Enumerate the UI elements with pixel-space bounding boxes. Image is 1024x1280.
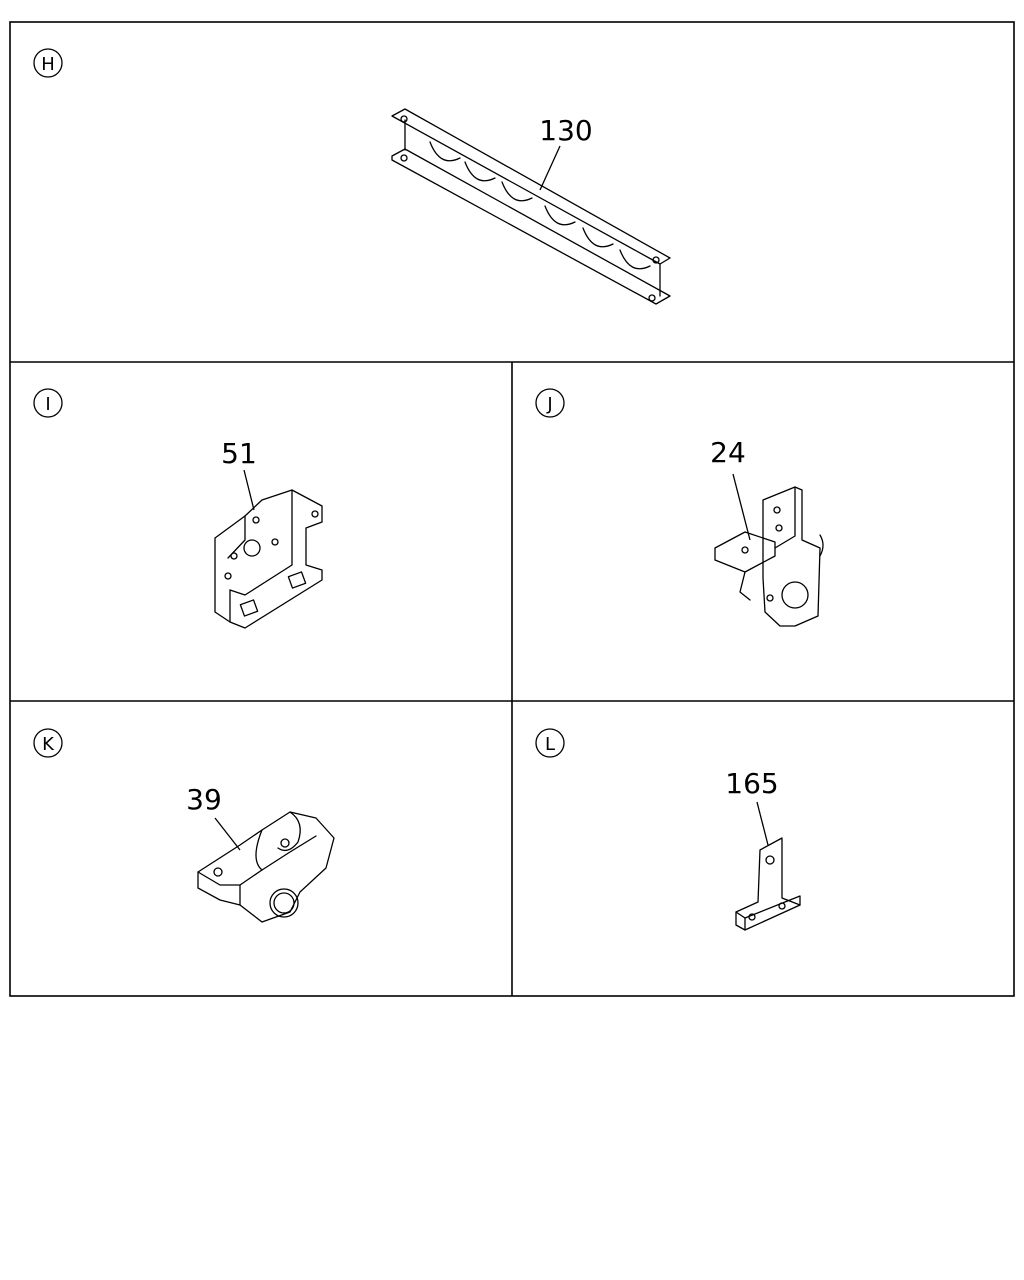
section-l-marker [535, 728, 565, 758]
leader-51 [243, 469, 255, 511]
section-l: L 165 [535, 728, 801, 931]
section-h-marker [33, 48, 63, 78]
part-label-39: 39 [186, 783, 222, 816]
section-i-marker [33, 388, 63, 418]
section-k: K 39 [33, 728, 335, 923]
leader-130 [539, 145, 561, 191]
bracket-51-drawing [214, 489, 323, 629]
bracket-165-drawing [735, 837, 801, 931]
part-label-165: 165 [725, 767, 778, 800]
section-j-marker [535, 388, 565, 418]
section-i: I 51 [33, 388, 323, 629]
section-i-letter: I [45, 394, 50, 415]
section-j: J 24 [535, 388, 824, 627]
section-k-marker [33, 728, 63, 758]
section-k-letter: K [42, 734, 55, 755]
part-label-51: 51 [221, 437, 257, 470]
section-h: H 130 [33, 48, 671, 305]
part-label-24: 24 [710, 436, 746, 469]
leader-39 [214, 817, 241, 851]
part-label-130: 130 [539, 114, 592, 147]
panel-frames [9, 21, 1015, 997]
leader-24 [732, 473, 751, 541]
bracket-24-drawing [714, 486, 824, 627]
bracket-39-drawing [197, 811, 335, 923]
section-h-letter: H [41, 54, 55, 75]
crossmember-130-drawing [391, 108, 671, 305]
section-j-letter: J [546, 394, 552, 415]
leader-165 [756, 801, 769, 846]
section-l-letter: L [545, 734, 555, 755]
